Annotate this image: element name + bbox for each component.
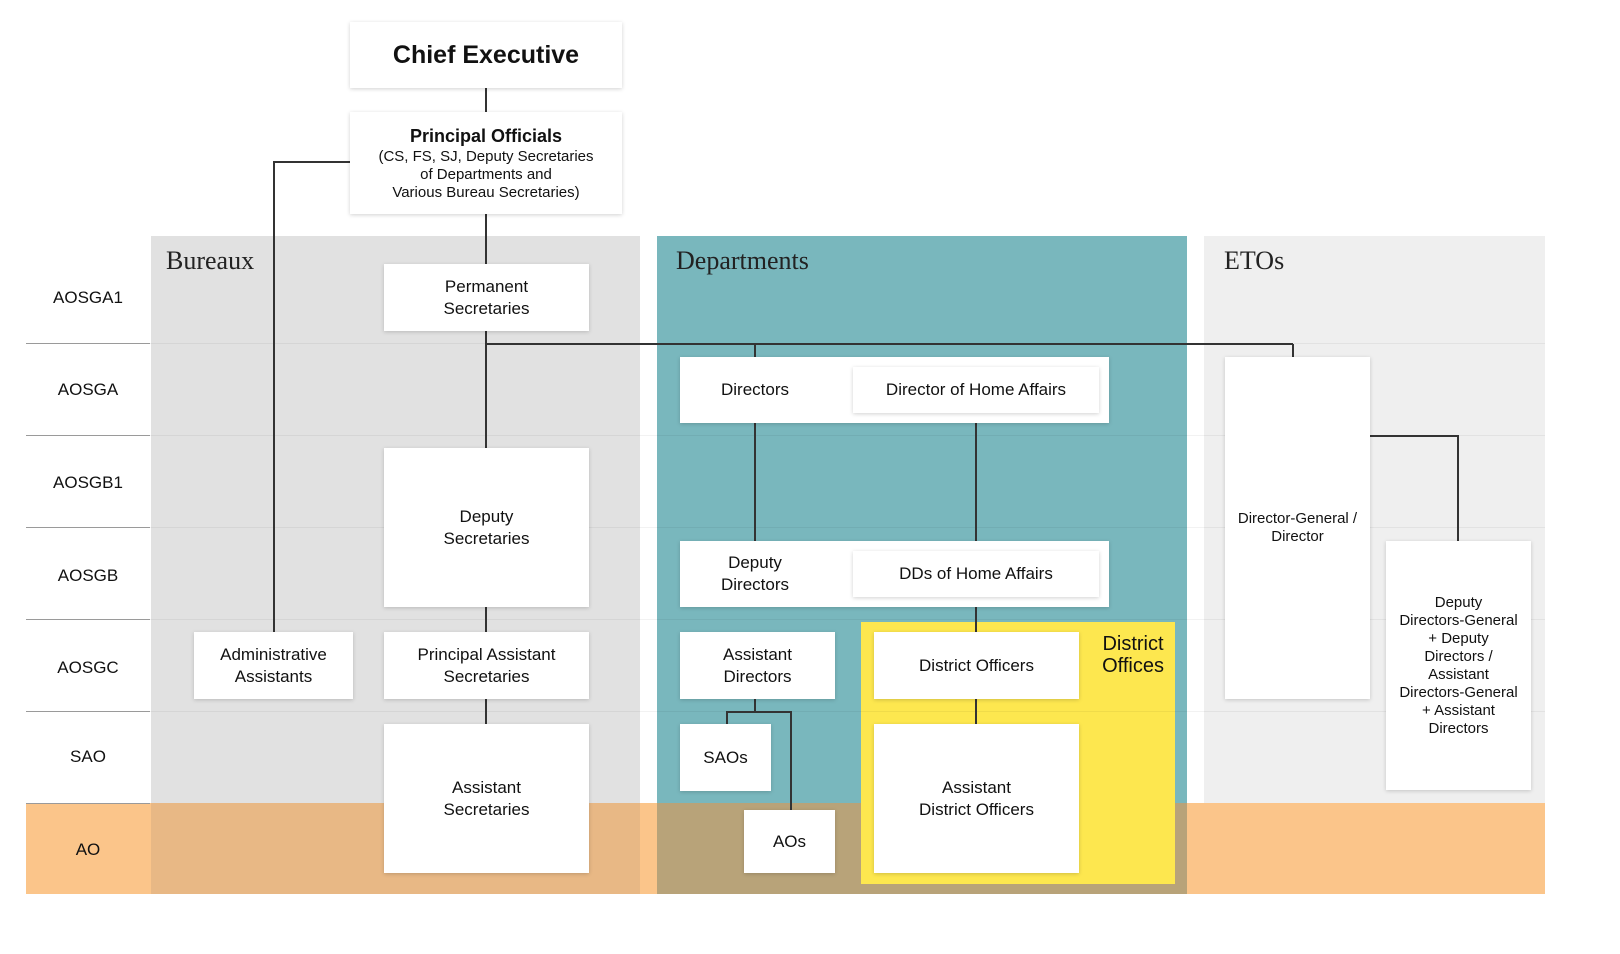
panel-title-bureaux: Bureaux bbox=[166, 246, 255, 275]
deputy-directors-label: Deputy Directors bbox=[720, 553, 789, 594]
principal-officials-title: Principal Officials bbox=[409, 126, 563, 146]
director-home-affairs-box: Director of Home Affairs bbox=[853, 367, 1099, 413]
panel-title-departments: Departments bbox=[676, 246, 809, 275]
district-offices-label: District Offices bbox=[1102, 633, 1164, 677]
grade-label-ao: AO bbox=[75, 840, 101, 859]
assistant-directors-box: Assistant Directors bbox=[680, 632, 835, 699]
directors-label: Directors bbox=[720, 380, 789, 399]
grade-label-sao: SAO bbox=[70, 747, 106, 766]
grade-divider-faint bbox=[150, 435, 1545, 436]
principal-assistant-secretaries-box: Principal Assistant Secretaries bbox=[384, 632, 589, 699]
dds-home-affairs-box: DDs of Home Affairs bbox=[853, 551, 1099, 597]
district-officers-box: District Officers bbox=[874, 632, 1079, 699]
director-general-box: Director-General / Director bbox=[1225, 357, 1370, 699]
saos-box: SAOs bbox=[680, 724, 771, 791]
deputy-directors-general-box: Deputy Directors-General + Deputy Direct… bbox=[1386, 541, 1531, 790]
panel-title-etos: ETOs bbox=[1224, 246, 1285, 275]
assistant-secretaries-box: Assistant Secretaries bbox=[384, 724, 589, 873]
grade-label-aosgb: AOSGB bbox=[57, 566, 119, 585]
chief-executive-box: Chief Executive bbox=[350, 22, 622, 88]
grade-label-aosgc: AOSGC bbox=[57, 658, 119, 677]
grade-divider bbox=[26, 803, 150, 804]
grade-divider bbox=[26, 435, 150, 436]
grade-label-aosgb1: AOSGB1 bbox=[53, 473, 123, 492]
grade-divider bbox=[26, 527, 150, 528]
deputy-secretaries-box: Deputy Secretaries bbox=[384, 448, 589, 607]
grade-divider-faint bbox=[150, 711, 1545, 712]
aos-box: AOs bbox=[744, 810, 835, 873]
grade-divider bbox=[26, 619, 150, 620]
grade-divider-faint bbox=[150, 527, 1545, 528]
grade-divider-faint bbox=[150, 619, 1545, 620]
grade-divider bbox=[26, 711, 150, 712]
principal-officials-box: Principal Officials (CS, FS, SJ, Deputy … bbox=[350, 112, 622, 214]
principal-officials-detail: (CS, FS, SJ, Deputy Secretaries of Depar… bbox=[378, 148, 594, 201]
permanent-secretaries-box: Permanent Secretaries bbox=[384, 264, 589, 331]
grade-divider bbox=[26, 343, 150, 344]
assistant-district-officers-box: Assistant District Officers bbox=[874, 724, 1079, 873]
grade-label-aosga1: AOSGA1 bbox=[53, 288, 123, 307]
grade-label-aosga: AOSGA bbox=[57, 380, 119, 399]
administrative-assistants-box: Administrative Assistants bbox=[194, 632, 353, 699]
